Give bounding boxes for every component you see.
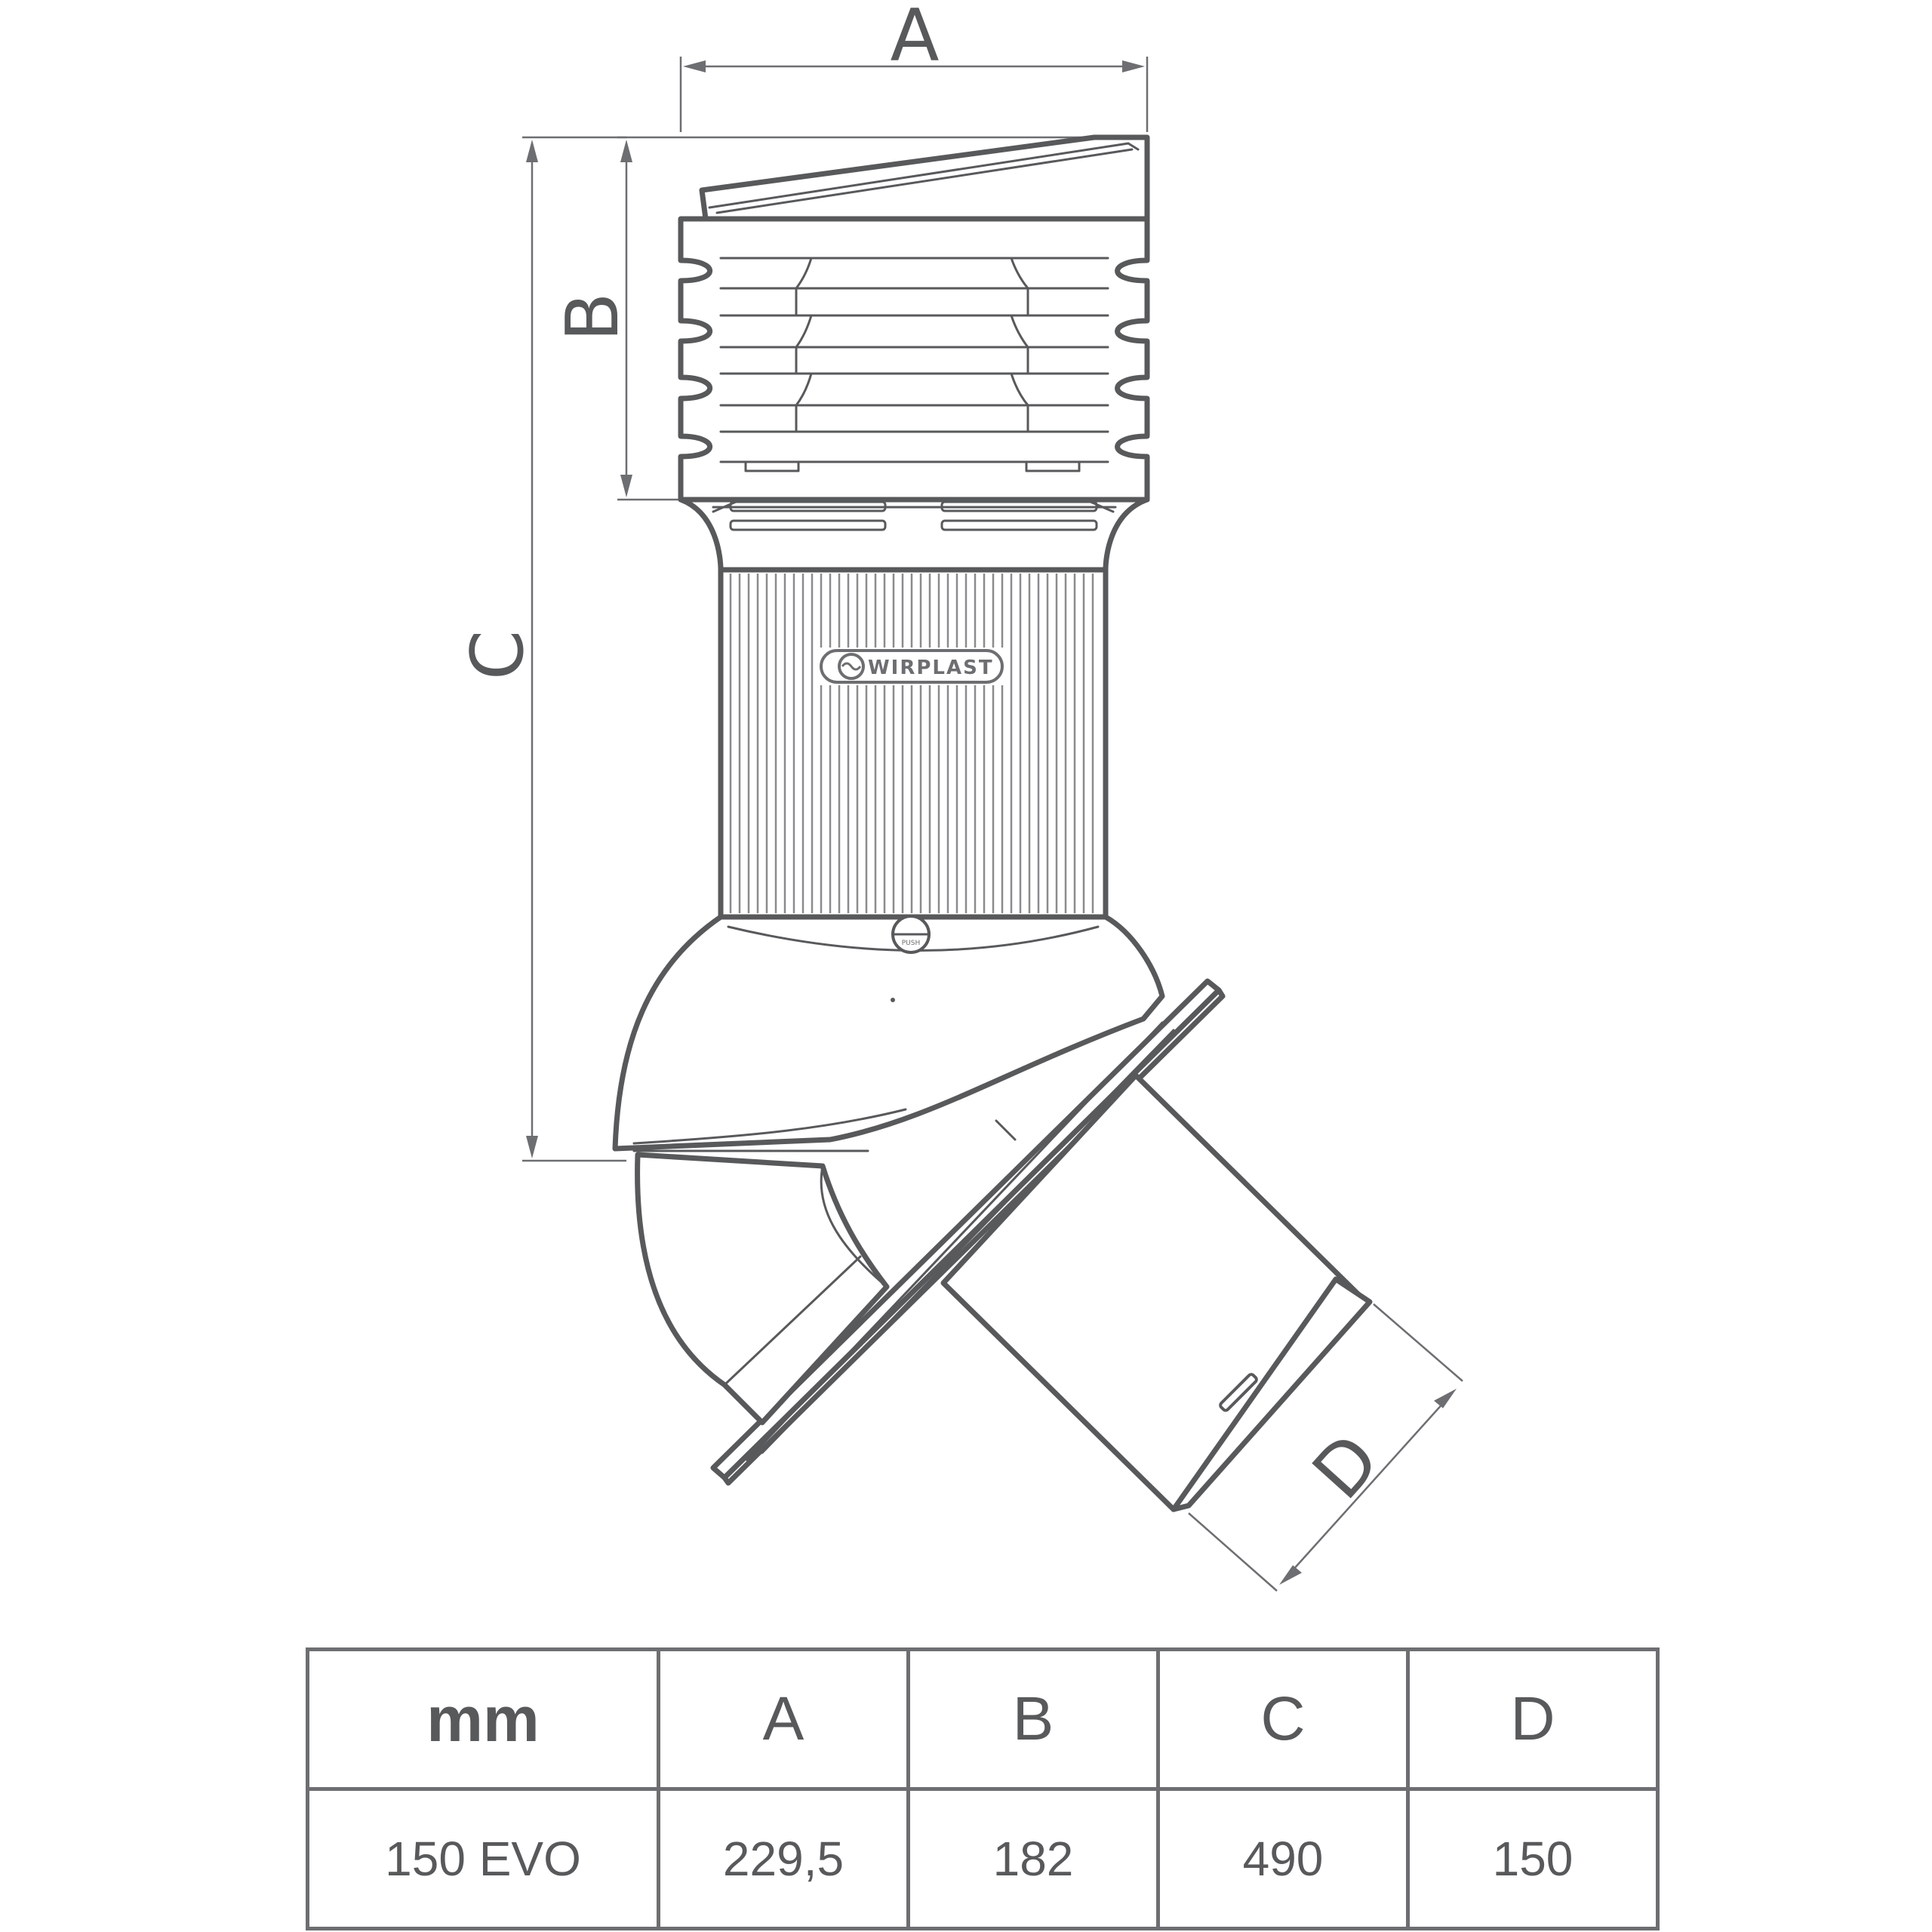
unit-header: mm (306, 1647, 660, 1791)
col-c-header: C (1156, 1647, 1410, 1791)
value-a-cell: 229,5 (657, 1787, 910, 1930)
model-cell: 150 EVO (306, 1787, 660, 1930)
value-d-cell: 150 (1406, 1787, 1660, 1930)
dimension-a: A (679, 0, 1149, 132)
dimension-d-label: D (1297, 1419, 1396, 1515)
dimension-b-label: B (552, 292, 635, 341)
outlet-pipe (940, 1072, 1373, 1512)
dimension-a-label: A (891, 0, 940, 78)
top-cap (699, 134, 1150, 222)
col-a-header: A (657, 1647, 910, 1791)
dimension-c-label: C (457, 630, 540, 680)
louvered-head (678, 216, 1150, 503)
value-b-cell: 182 (906, 1787, 1160, 1930)
ribbed-body: WIRPLAST (718, 567, 1109, 920)
spec-table: mm A B C D 150 EVO 229,5 182 490 150 (306, 1647, 1660, 1930)
lower-socket (635, 1152, 890, 1426)
spec-table-header-row: mm A B C D (306, 1647, 1660, 1791)
elbow-dome: PUSH (612, 914, 1165, 1152)
spec-table-row: 150 EVO 229,5 182 490 150 (306, 1787, 1660, 1930)
value-c-cell: 490 (1156, 1787, 1410, 1930)
wirplast-logo: WIRPLAST (820, 649, 1004, 684)
col-b-header: B (906, 1647, 1160, 1791)
neck-collar (678, 497, 1150, 573)
dimension-b: B (552, 136, 1102, 501)
push-label: PUSH (902, 940, 921, 947)
logo-text: WIRPLAST (868, 657, 994, 679)
dimension-c: C (457, 136, 626, 1162)
col-d-header: D (1406, 1647, 1660, 1791)
